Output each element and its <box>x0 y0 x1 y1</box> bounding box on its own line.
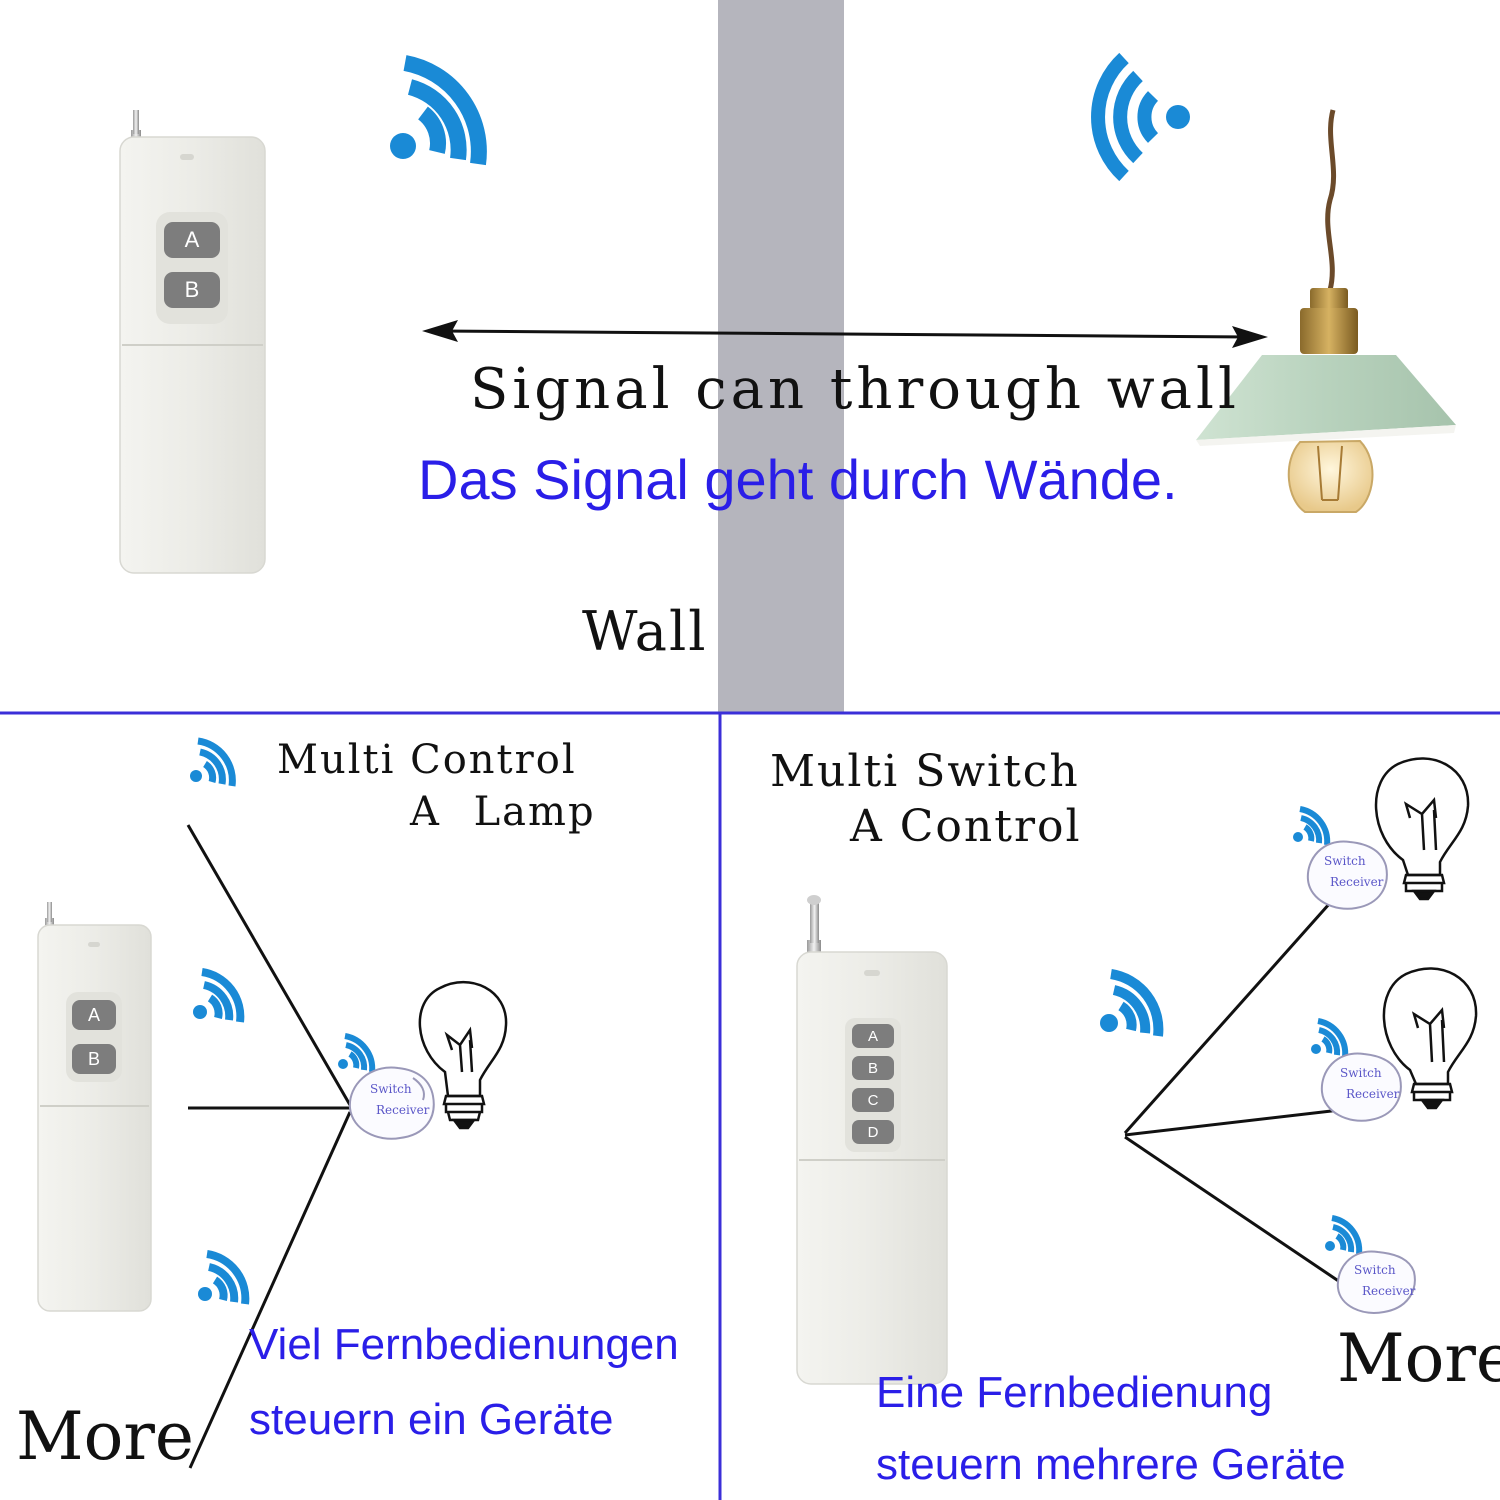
switch-receiver-icon <box>1336 1250 1416 1314</box>
wifi-signal-icon <box>390 55 487 166</box>
wifi-signal-icon <box>1325 1215 1363 1255</box>
wall <box>718 0 844 712</box>
light-bulb-icon <box>418 980 508 1130</box>
receiver-label-line1: Switch <box>1324 854 1366 868</box>
button-b[interactable]: B <box>852 1056 894 1080</box>
wifi-signal-icon <box>1311 1018 1349 1058</box>
left-caption-de-line1: Viel Fernbedienungen <box>249 1320 679 1369</box>
receiver-label-line2: Receiver <box>376 1103 430 1117</box>
double-arrow-icon <box>422 320 1268 348</box>
right-caption-de-line1: Eine Fernbedienung <box>876 1368 1273 1417</box>
receiver-label-line2: Receiver <box>1346 1087 1400 1101</box>
button-d[interactable]: D <box>852 1120 894 1144</box>
light-bulb-icon <box>1374 757 1470 901</box>
remote-control-icon <box>796 895 948 1385</box>
switch-receiver-icon <box>1306 840 1388 910</box>
wall-label: Wall <box>582 600 708 663</box>
left-caption-de-line2: steuern ein Geräte <box>249 1395 614 1444</box>
wifi-signal-icon <box>1091 52 1190 182</box>
switch-receiver-icon <box>1320 1052 1402 1122</box>
light-bulb-icon <box>1382 967 1478 1110</box>
signal-caption-en: Signal can through wall <box>470 357 1240 422</box>
button-a[interactable]: A <box>852 1024 894 1048</box>
wifi-signal-icon <box>1293 806 1331 846</box>
right-caption-de-line2: steuern mehrere Geräte <box>876 1440 1346 1489</box>
right-more-label: More <box>1337 1320 1500 1397</box>
wifi-signal-icon <box>1100 969 1164 1037</box>
left-title-line2: A Lamp <box>410 789 596 835</box>
receiver-label-line1: Switch <box>1354 1263 1396 1277</box>
wifi-signal-icon <box>198 1250 250 1305</box>
left-more-label: More <box>16 1398 194 1475</box>
receiver-label-line2: Receiver <box>1330 875 1384 889</box>
wifi-signal-icon <box>193 968 245 1023</box>
right-title-line2: A Control <box>850 801 1082 852</box>
right-title-line1: Multi Switch <box>770 746 1080 797</box>
wifi-signal-icon <box>338 1033 376 1073</box>
wifi-signal-icon <box>190 737 236 787</box>
connection-lines <box>186 824 352 1469</box>
button-b[interactable]: B <box>72 1044 116 1074</box>
button-a[interactable]: A <box>72 1000 116 1030</box>
button-a[interactable]: A <box>164 222 220 258</box>
remote-control-icon <box>37 902 152 1312</box>
receiver-label-line1: Switch <box>1340 1066 1382 1080</box>
button-c[interactable]: C <box>852 1088 894 1112</box>
receiver-label-line1: Switch <box>370 1082 412 1096</box>
switch-receiver-icon <box>348 1066 435 1140</box>
receiver-label-line2: Receiver <box>1362 1284 1416 1298</box>
connection-lines <box>1123 902 1341 1284</box>
left-title-line1: Multi Control <box>277 737 577 783</box>
pendant-lamp-icon <box>1196 109 1456 513</box>
signal-caption-de: Das Signal geht durch Wände. <box>418 448 1178 511</box>
remote-control-icon <box>119 110 266 574</box>
button-b[interactable]: B <box>164 272 220 308</box>
